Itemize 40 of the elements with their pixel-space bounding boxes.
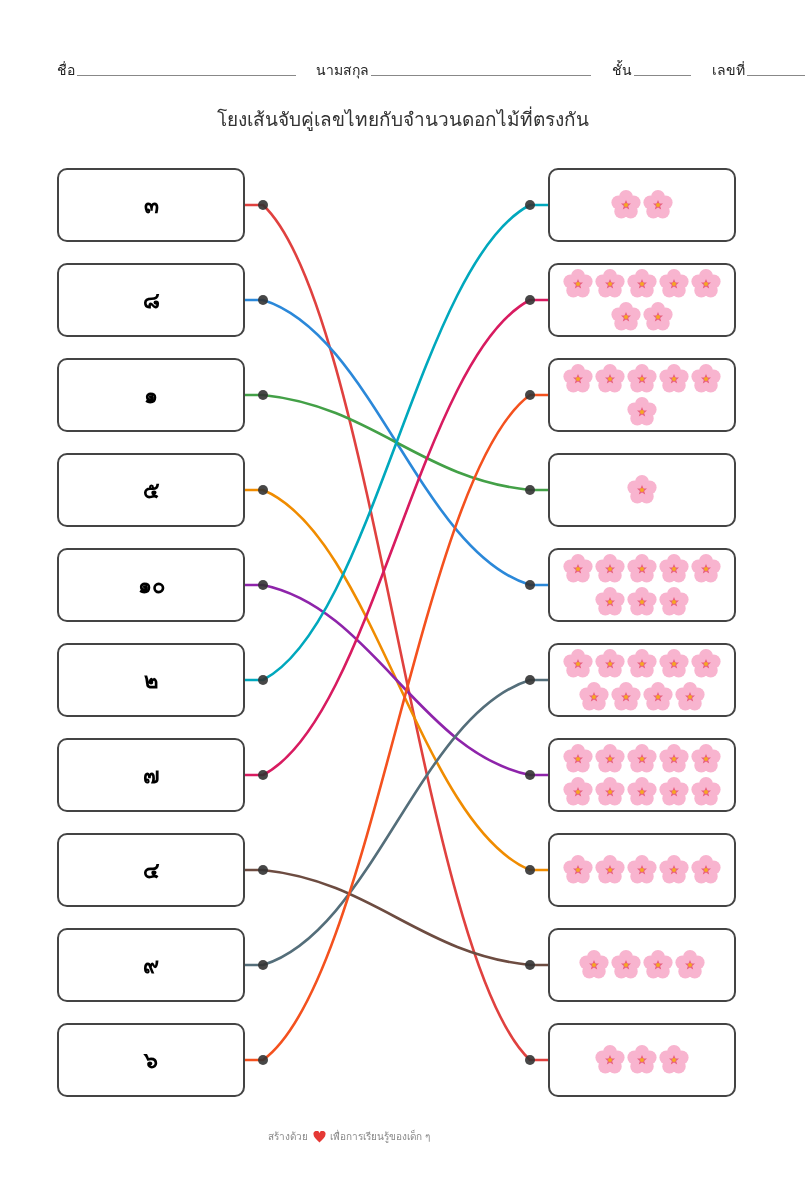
number-card [57,453,245,527]
number-card [57,168,245,242]
footer-text: เพื่อการเรียนรู้ของเด็ก ๆ [330,1129,431,1144]
number-card [57,358,245,432]
title: โยงเส้นจับคู่เลขไทยกับจำนวนดอกไม้ที่ตรงกัน [215,105,590,133]
flower-card [548,1023,736,1097]
number-card [57,928,245,1002]
field-label: ชั้น [612,60,632,80]
field-label: เลขที่ [712,60,745,80]
flower-card [548,928,736,1002]
thai-numeral: ๖ [144,1046,158,1075]
matching-line [245,488,548,872]
thai-numeral: ๙ [143,951,159,980]
number-card [57,643,245,717]
thai-numeral: ๑๐ [137,571,165,600]
thai-numeral: ๓ [143,191,159,220]
thai-numeral: ๗ [142,761,160,790]
flower-card [548,263,736,337]
flower-card [548,738,736,812]
footer-text: สร้างด้วย [268,1130,308,1144]
matching-line [245,393,548,1062]
flower-card [548,168,736,242]
number-card [57,738,245,812]
thai-numeral: ๘ [142,286,160,315]
thai-numeral: ๑ [144,381,158,410]
flower-card [548,833,736,907]
flower-card [548,643,736,717]
flower-card [548,358,736,432]
field-label: นามสกุล [316,61,369,81]
flower-card [548,453,736,527]
number-card [57,548,245,622]
field-label: ชื่อ [57,60,75,80]
thai-numeral: ๕ [142,476,160,505]
thai-numeral: ๔ [142,856,160,885]
number-card [57,1023,245,1097]
flower-card [548,548,736,622]
matching-line [245,203,548,1062]
number-card [57,833,245,907]
thai-numeral: ๒ [143,666,159,695]
number-card [57,263,245,337]
